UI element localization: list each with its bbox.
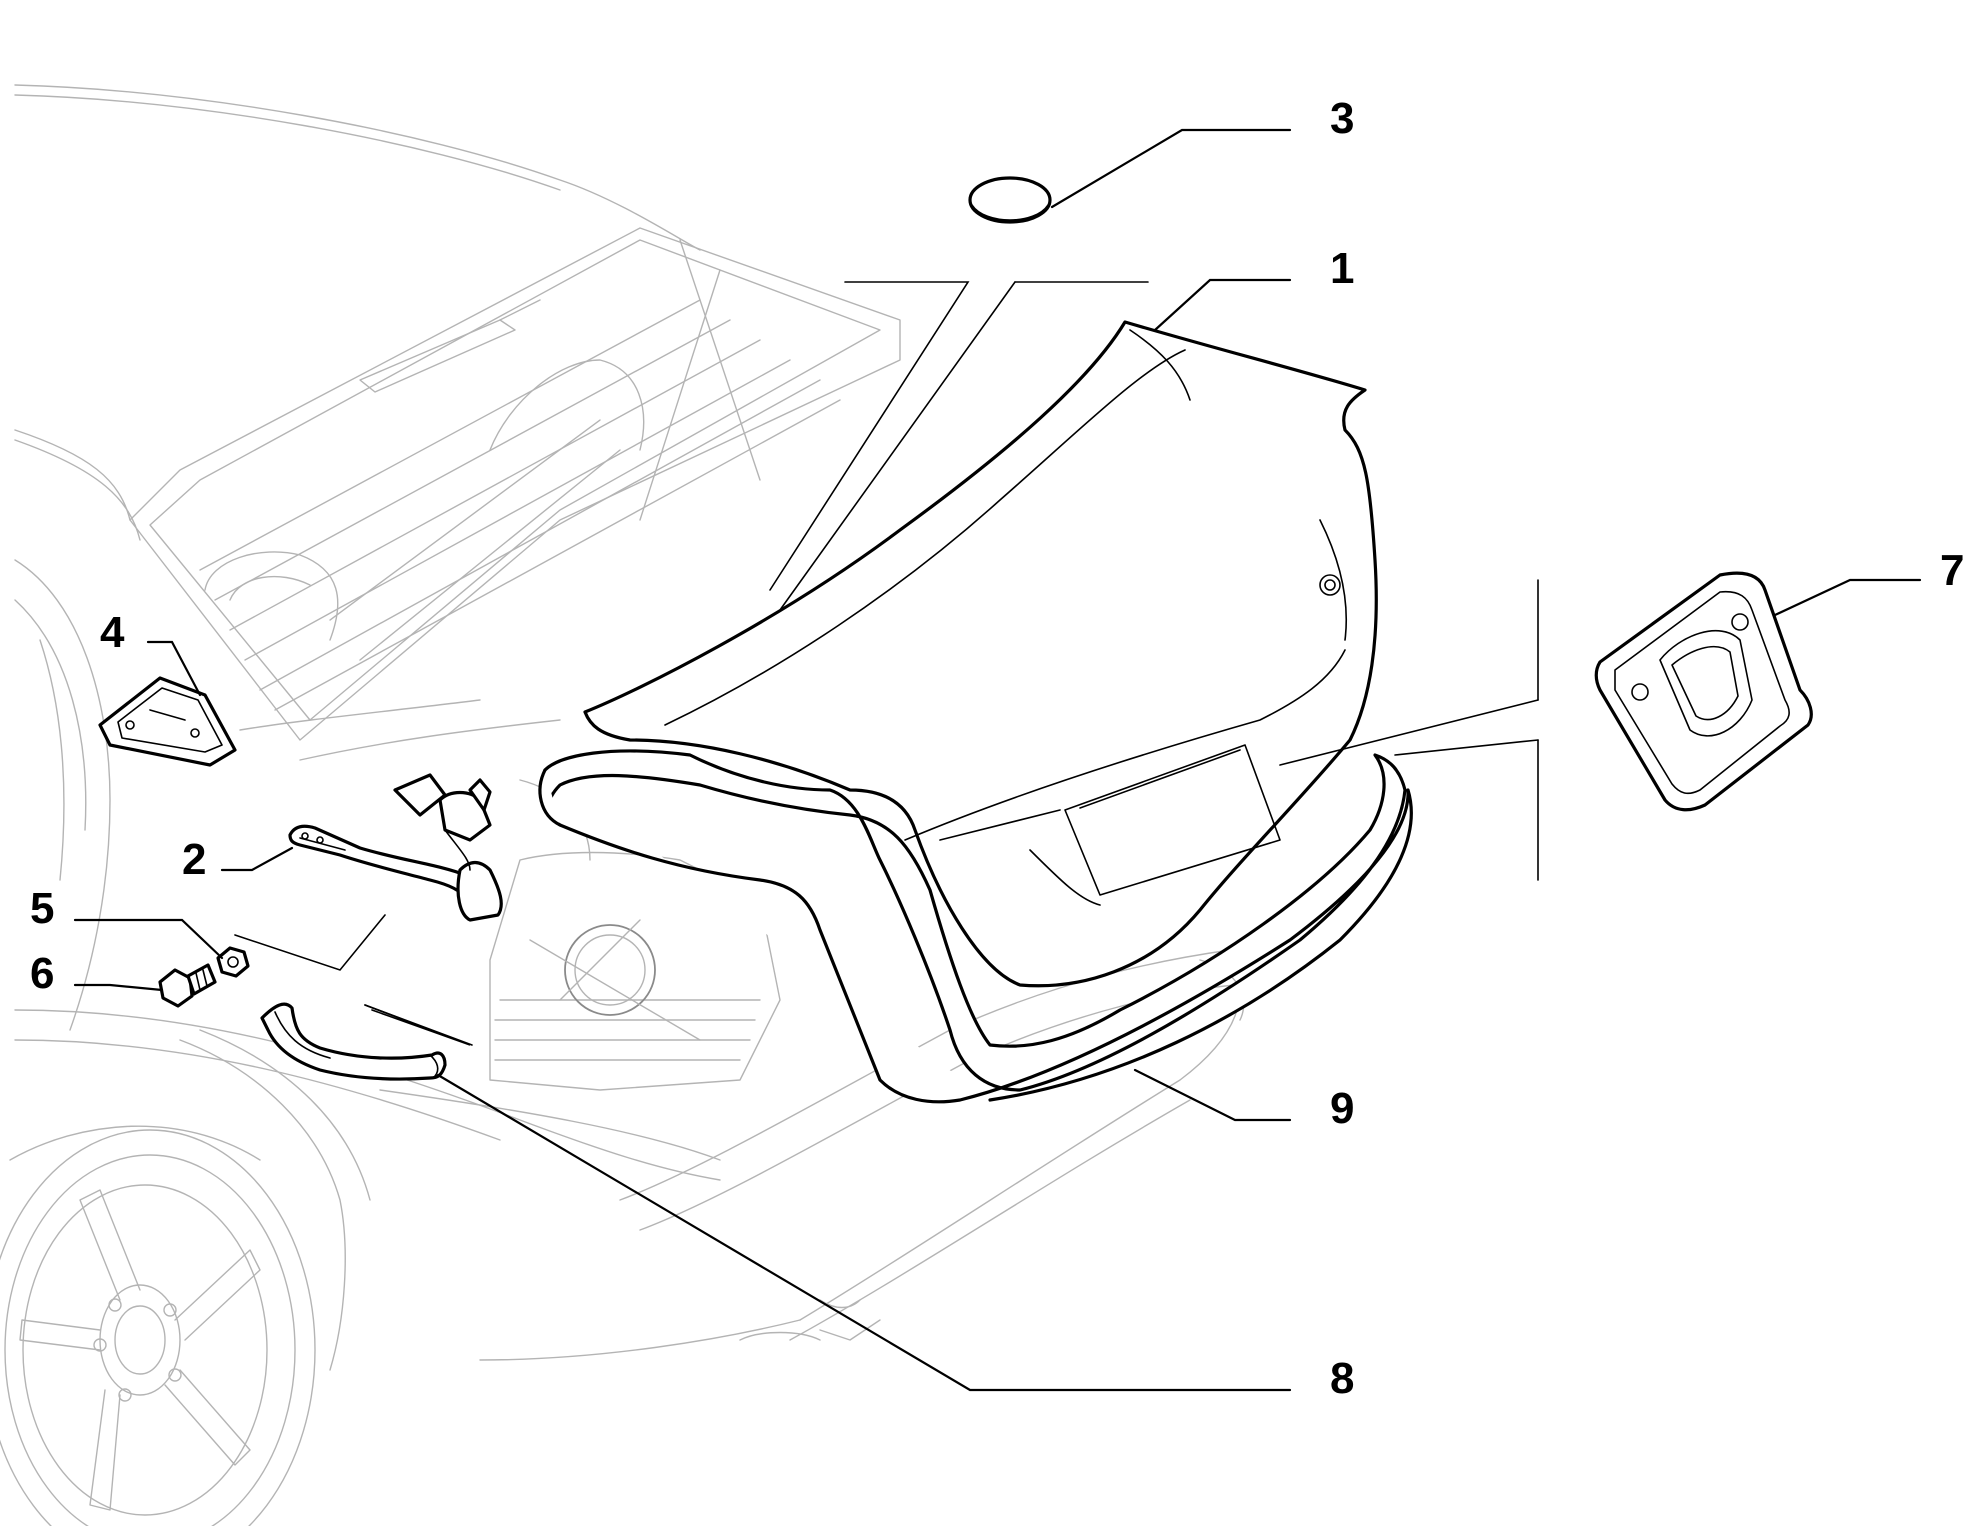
callout-7: 7	[1940, 546, 1964, 595]
callout-5: 5	[30, 884, 54, 933]
hinge-part	[288, 773, 503, 922]
callout-3: 3	[1330, 94, 1354, 143]
leader-9	[1133, 1068, 1292, 1122]
leader-3	[1050, 128, 1292, 209]
callout-1: 1	[1330, 244, 1354, 293]
group-bracket-lines	[234, 281, 1539, 1046]
leader-6	[73, 983, 164, 992]
nut-part	[216, 946, 250, 978]
callout-2: 2	[182, 835, 206, 884]
leader-2	[220, 846, 294, 872]
leader-7	[1773, 578, 1922, 617]
callout-labels: 1 2 3 4 5 6 7 8 9	[30, 94, 1964, 1403]
leader-lines	[73, 128, 1922, 1392]
rear-wheel	[0, 1125, 316, 1526]
trunk-seal-part	[538, 749, 1413, 1104]
leader-5	[73, 918, 224, 960]
bolt-part	[158, 963, 217, 1008]
plug-part	[968, 176, 1052, 224]
leader-1	[1153, 278, 1292, 332]
trunk-lid-part	[583, 320, 1378, 988]
leader-8	[436, 1073, 1292, 1392]
callout-6: 6	[30, 949, 54, 998]
callout-8: 8	[1330, 1354, 1354, 1403]
side-trim-part	[260, 1002, 447, 1081]
bracket-part	[98, 676, 237, 767]
lock-cover-part	[1594, 571, 1813, 812]
callout-4: 4	[100, 608, 125, 657]
callout-9: 9	[1330, 1084, 1354, 1133]
leader-4	[146, 640, 202, 697]
